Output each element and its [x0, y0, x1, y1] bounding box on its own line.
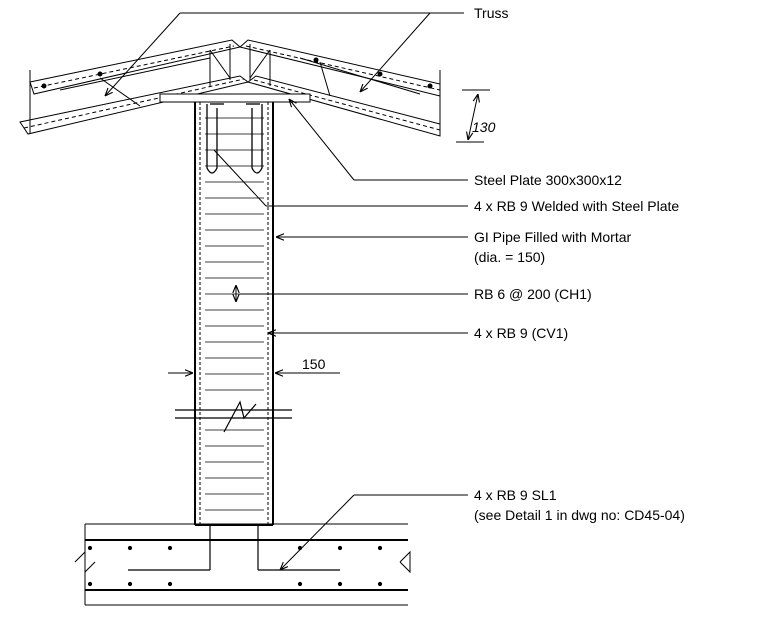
gi-pipe-label: GI Pipe Filled with Mortar: [474, 229, 631, 245]
steel-plate: [159, 93, 311, 103]
roof-truss: [19, 39, 441, 137]
truss-depth-label: 130: [472, 119, 496, 135]
gi-pipe-dia-label: (dia. = 150): [474, 249, 545, 265]
steel-plate-label: Steel Plate 300x300x12: [474, 172, 622, 188]
break-line: [175, 400, 292, 433]
foundation-beam: [74, 523, 411, 606]
vertical-bars-label: 4 x RB 9 (CV1): [474, 325, 568, 341]
right-bottom-chord: [246, 75, 441, 137]
left-bottom-chord: [19, 75, 250, 135]
starter-bars-label: 4 x RB 9 SL1: [474, 487, 557, 503]
truss-depth-dimension: [456, 89, 490, 143]
column-ties: [205, 117, 264, 511]
gi-pipe-column: [194, 102, 274, 526]
welded-rb-label: 4 x RB 9 Welded with Steel Plate: [474, 198, 679, 214]
starter-bars-ref-label: (see Detail 1 in dwg no: CD45-04): [474, 507, 685, 523]
welded-rebar-hooks: [206, 103, 263, 174]
left-top-chord: [29, 39, 242, 95]
ties-label: RB 6 @ 200 (CH1): [474, 286, 592, 302]
leader-lines: [105, 12, 468, 570]
column-width-label: 150: [302, 356, 326, 372]
truss-label: Truss: [474, 5, 508, 21]
